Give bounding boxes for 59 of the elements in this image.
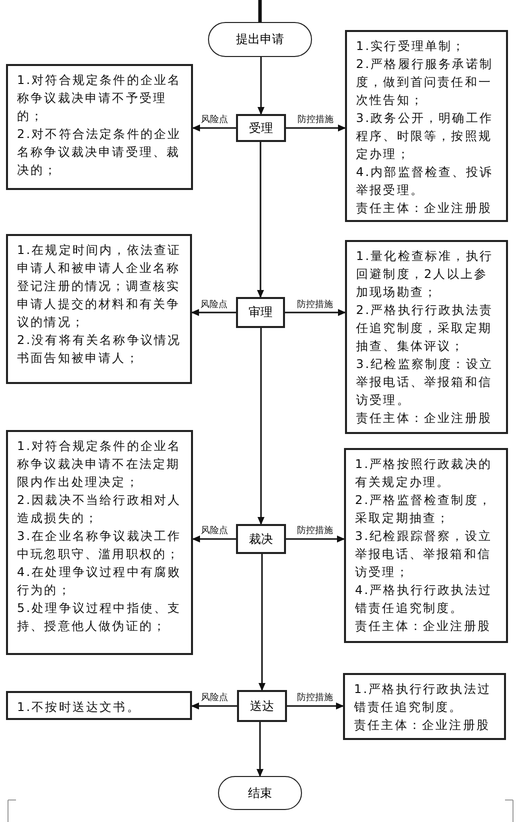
note-text: 1.对符合规定条件的企业名称争议裁决申请不在法定期限内作出处理决定；: [17, 438, 182, 491]
note-box: [6, 430, 193, 655]
note-text: 3.政务公开，明确工作程序、时限等，按照规定办理；: [356, 110, 494, 163]
edge-label: 防控措施: [296, 300, 334, 310]
arrow: [258, 328, 264, 525]
arrow: [256, 722, 264, 777]
arrow: [258, 57, 264, 115]
note-text: 1.在规定时间内，依法查证申请人和被申请人企业名称登记注册的情况；调查核实申请人提交的材料和有关争议的情况；: [17, 242, 182, 331]
note-box: 1.不按时送达文书。: [6, 691, 192, 720]
note-box: [345, 240, 508, 434]
note-text: 3.在企业名称争议裁决工作中玩忽职守、滥用职权的；: [17, 528, 182, 563]
note-text: 1.实行受理单制；: [356, 38, 467, 55]
note-text: 1.严格按照行政裁决的有关规定办理。: [355, 456, 494, 491]
note-text: 责任主体：企业注册股: [354, 717, 491, 734]
note-text: 责任主体：企业注册股: [356, 410, 493, 427]
note-box: [6, 64, 193, 190]
note-text: 3.纪检跟踪督察，设立举报电话、举报箱和信访受理；: [355, 528, 494, 581]
arrow: [286, 536, 345, 542]
note-text: 2.没有将有关名称争议情况书面告知被申请人；: [17, 332, 182, 367]
process-box: 送达: [237, 690, 287, 722]
note-text: 2.对不符合法定条件的企业名称争议裁决申请受理、裁决的；: [17, 126, 182, 179]
note-text: 1.量化检查标准，执行回避制度，2人以上参加现场勘查；: [356, 248, 494, 301]
note-box: [343, 673, 506, 740]
note-box: [345, 30, 508, 222]
note-text: 4.严格执行行政执法过错责任追究制度。: [355, 582, 494, 617]
arrow: [287, 702, 344, 710]
process-box: 受理: [236, 114, 286, 142]
note-text: 2.严格执行行政执法责任追究制度，采取定期抽查、集体评议；: [356, 302, 494, 355]
arrow: [191, 702, 237, 710]
note-box: [6, 234, 192, 384]
edge-label: 风险点: [200, 300, 228, 310]
note-text: 2.严格监督检查制度，采取定期抽查；: [355, 492, 494, 527]
process-box: 审理: [236, 297, 285, 328]
note-text: 责任主体：企业注册股: [356, 200, 493, 217]
arrow: [192, 536, 236, 542]
note-text: 1.严格执行行政执法过错责任追究制度。: [354, 681, 492, 716]
note-text: 2.严格履行服务承诺制度，做到首问责任和一次性告知；: [356, 56, 494, 109]
arrow: [286, 124, 346, 132]
edge-label: 风险点: [200, 115, 229, 126]
edge-label: 防控措施: [296, 693, 334, 704]
connector-line: [258, 0, 262, 22]
arrow: [257, 142, 264, 298]
process-box: 裁决: [236, 524, 286, 554]
edge-label: 风险点: [200, 693, 229, 704]
edge-label: 风险点: [200, 526, 229, 537]
arrow: [192, 124, 236, 132]
arrow: [258, 554, 266, 691]
note-text: 4.在处理争议过程中有腐败行为的；: [17, 564, 182, 599]
note-text: 1.对符合规定条件的企业名称争议裁决申请不予受理的；: [17, 72, 182, 125]
note-text: 2.因裁决不当给行政相对人造成损失的；: [17, 492, 182, 527]
note-text: 3.纪检监察制度：设立举报电话、举报箱和信访受理。: [356, 356, 494, 409]
note-text: 5.处理争议过程中指使、支持、授意他人做伪证的；: [17, 600, 182, 635]
note-text: 4.内部监督检查、投诉举报受理。: [356, 164, 494, 199]
arrow: [285, 309, 346, 316]
edge-label: 防控措施: [296, 115, 334, 126]
arrow: [191, 309, 236, 316]
note-text: 责任主体：企业注册股: [355, 618, 492, 635]
edge-label: 防控措施: [296, 526, 334, 537]
note-box: [344, 448, 508, 643]
